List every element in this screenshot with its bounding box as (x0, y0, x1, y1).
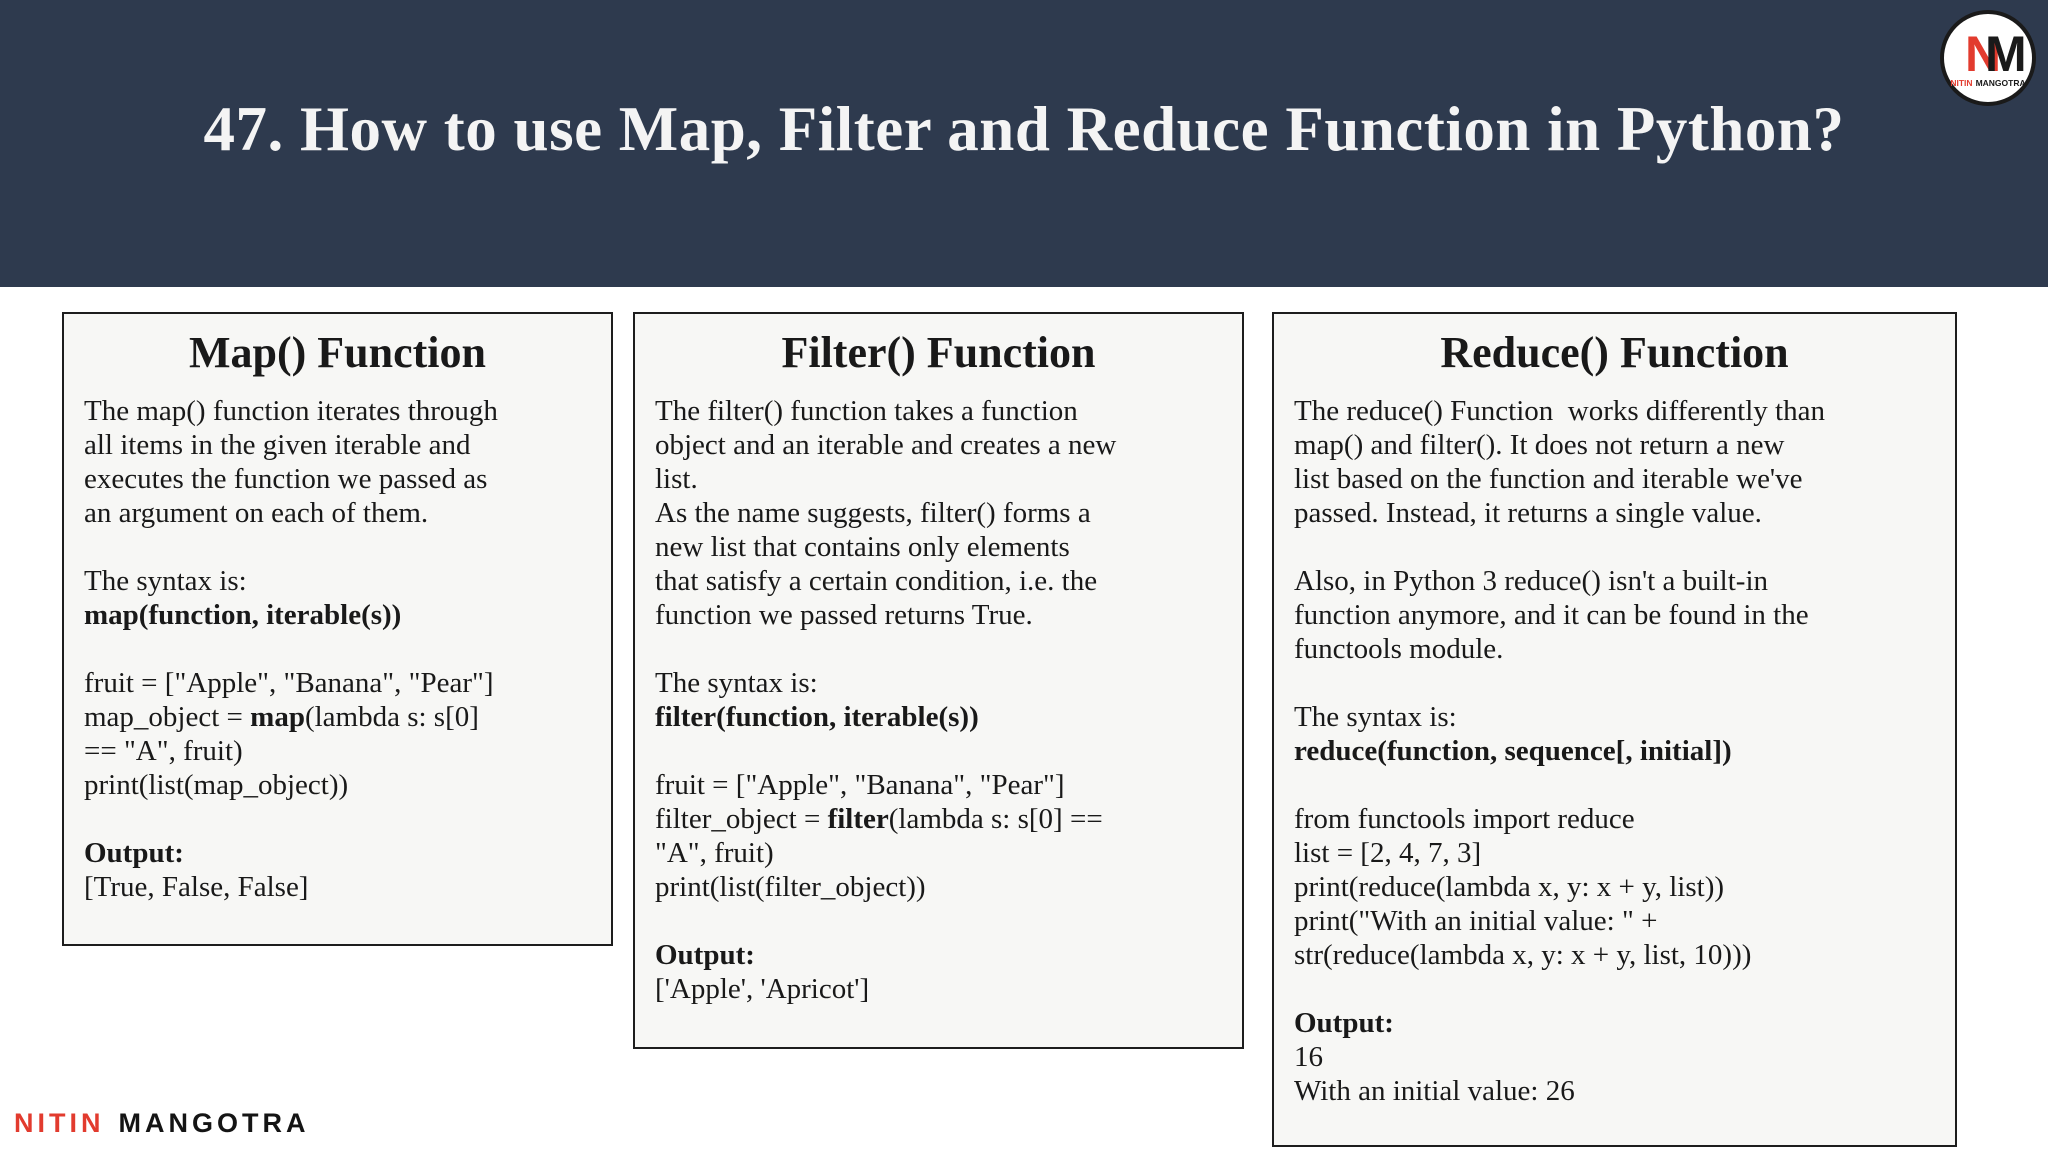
logo-monogram-m: M (1985, 26, 2027, 82)
card-filter-output-label: Output: (655, 939, 755, 971)
card-filter-output: ['Apple', 'Apricot'] (655, 973, 870, 1005)
code-segment: from functools import reduce list = [2, … (1294, 803, 1752, 971)
page-title: 47. How to use Map, Filter and Reduce Fu… (203, 94, 1845, 164)
card-reduce-syntax-label: The syntax is: (1294, 701, 1457, 733)
card-reduce-output: 16 With an initial value: 26 (1294, 1041, 1575, 1107)
code-segment-bold: filter (827, 803, 889, 835)
footer-brand-first: NITIN (14, 1108, 105, 1138)
card-map-function: Map() Function The map() function iterat… (62, 312, 613, 946)
code-segment: fruit = ["Apple", "Banana", "Pear"] map_… (84, 667, 494, 733)
card-reduce-output-label: Output: (1294, 1007, 1394, 1039)
card-map-output: [True, False, False] (84, 871, 309, 903)
card-map-code: fruit = ["Apple", "Banana", "Pear"] map_… (84, 666, 591, 802)
card-reduce-title: Reduce() Function (1440, 328, 1789, 377)
logo-caption: NITIN MANGOTRA (1950, 78, 2025, 88)
code-segment: fruit = ["Apple", "Banana", "Pear"] filt… (655, 769, 1065, 835)
card-map-description: The map() function iterates through all … (84, 395, 498, 529)
code-segment-bold: map (250, 701, 305, 733)
card-map-syntax-label: The syntax is: (84, 565, 247, 597)
nm-logo: N M NITIN MANGOTRA (1938, 8, 2038, 108)
code-segment: (lambda s: s[0] == "A", fruit) print(lis… (655, 803, 1103, 903)
card-reduce-syntax: reduce(function, sequence[, initial]) (1294, 735, 1732, 767)
card-filter-title: Filter() Function (781, 328, 1096, 377)
code-segment: (lambda s: s[0] == "A", fruit) print(lis… (84, 701, 479, 801)
footer-brand: NITIN MANGOTRA (14, 1108, 309, 1139)
header: 47. How to use Map, Filter and Reduce Fu… (0, 0, 2048, 287)
card-reduce-code: from functools import reduce list = [2, … (1294, 802, 1935, 972)
logo-circle (1940, 10, 2036, 106)
logo-caption-first: NITIN (1950, 78, 1972, 88)
card-filter-description: The filter() function takes a function o… (655, 395, 1117, 631)
card-map-syntax: map(function, iterable(s)) (84, 599, 402, 631)
card-filter-syntax-label: The syntax is: (655, 667, 818, 699)
card-map-output-label: Output: (84, 837, 184, 869)
nm-logo-icon: N M NITIN MANGOTRA (1940, 10, 2036, 106)
card-filter-function: Filter() Function The filter() function … (633, 312, 1244, 1049)
card-map-title: Map() Function (189, 328, 486, 377)
card-reduce-function: Reduce() Function The reduce() Function … (1272, 312, 1957, 1147)
footer-brand-second: MANGOTRA (118, 1108, 310, 1138)
logo-caption-second: MANGOTRA (1976, 78, 2026, 88)
card-filter-code: fruit = ["Apple", "Banana", "Pear"] filt… (655, 768, 1222, 904)
logo-monogram-n: N (1965, 26, 2001, 82)
card-reduce-description: The reduce() Function works differently … (1294, 395, 1825, 665)
card-filter-syntax: filter(function, iterable(s)) (655, 701, 979, 733)
